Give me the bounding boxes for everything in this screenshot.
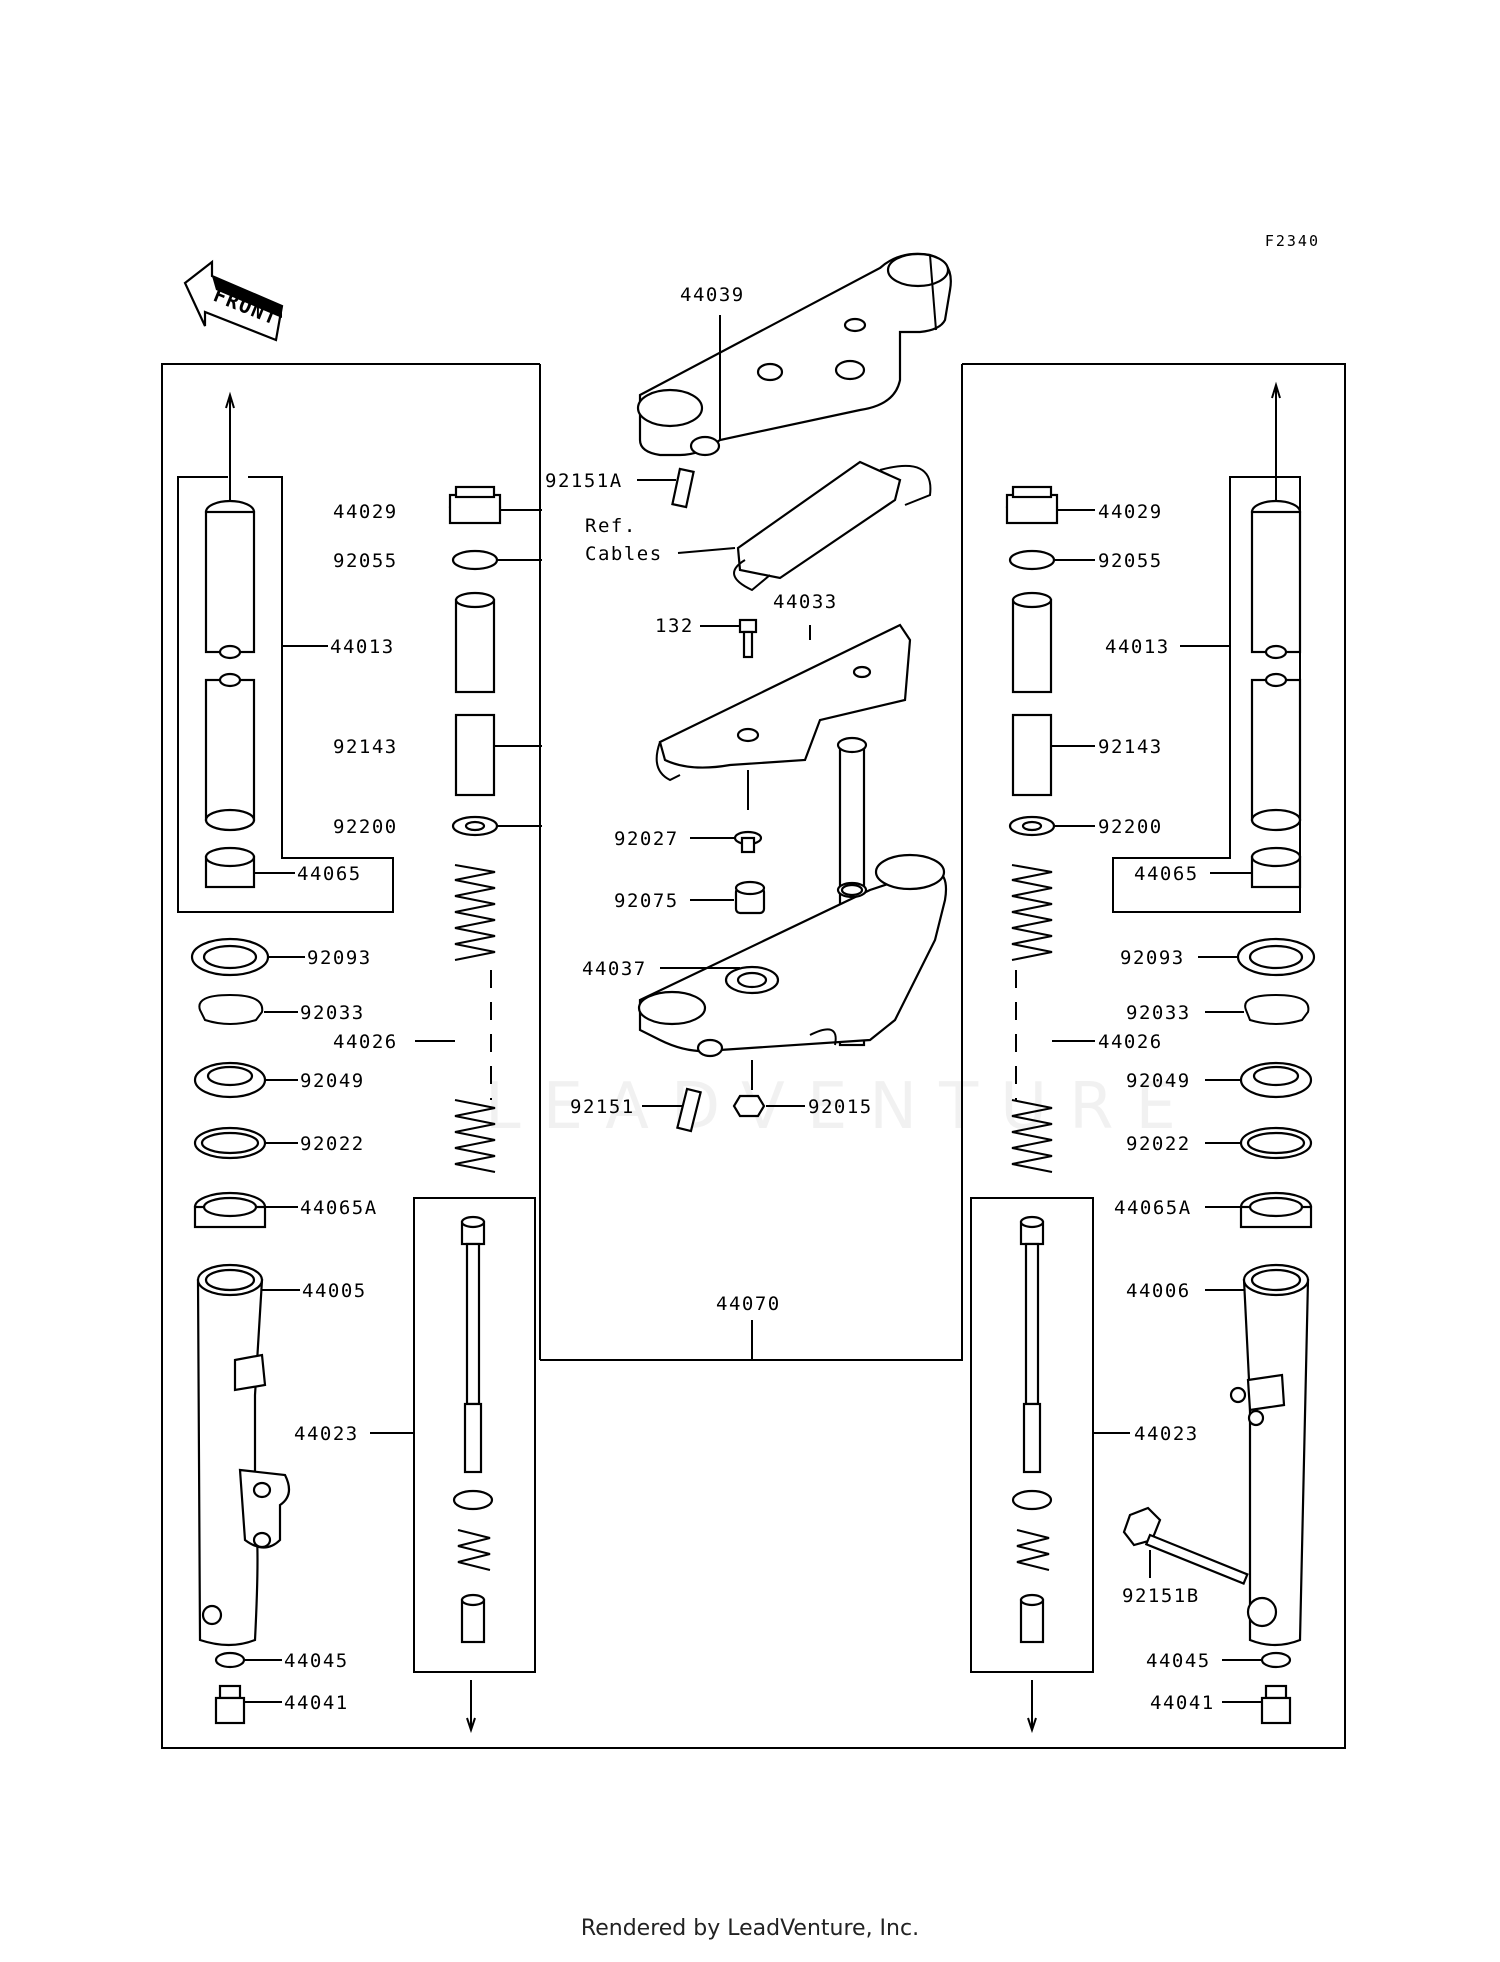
bolt-92151A [637,467,695,509]
label-left-44045: 44045 [284,1650,349,1672]
label-92015: 92015 [808,1096,873,1118]
damper-92075 [690,880,766,915]
diagram-code: F2340 [1264,232,1320,250]
label-right-92200: 92200 [1098,816,1163,838]
label-right-44041: 44041 [1150,1692,1215,1714]
right-fork-parts [1005,485,1316,1725]
label-left-92200: 92200 [333,816,398,838]
label-92151A: 92151A [545,470,623,492]
label-left-92055: 92055 [333,550,398,572]
front-arrow-icon: FRONT [183,259,284,342]
label-right-92143: 92143 [1098,736,1163,758]
label-right-44065: 44065 [1134,863,1199,885]
label-44039: 44039 [680,284,745,306]
label-left-44041: 44041 [284,1692,349,1714]
label-92027: 92027 [614,828,679,850]
upper-triple-clamp [636,252,952,457]
nut-92015 [732,1060,805,1118]
label-left-92049: 92049 [300,1070,365,1092]
frame-lines [161,363,1346,1749]
label-right-44029: 44029 [1098,501,1163,523]
label-left-92033: 92033 [300,1002,365,1024]
label-left-92022: 92022 [300,1133,365,1155]
right-fork-labels: 44029 92055 44013 92143 92200 44065 9209… [1098,501,1215,1714]
collar-92027 [690,830,763,854]
cable-bracket [677,460,932,592]
label-right-44006: 44006 [1126,1280,1191,1302]
label-44037: 44037 [582,958,647,980]
label-left-44023: 44023 [294,1423,359,1445]
footer-credit: Rendered by LeadVenture, Inc. [580,1916,920,1941]
bracket-plate-44033 [655,623,912,782]
label-left-92093: 92093 [307,947,372,969]
label-right-92055: 92055 [1098,550,1163,572]
label-left-44029: 44029 [333,501,398,523]
bolt-92151 [642,1087,702,1133]
label-right-92093: 92093 [1120,947,1185,969]
label-right-92151B: 92151B [1122,1585,1200,1607]
label-right-44065A: 44065A [1114,1197,1192,1219]
label-left-44065: 44065 [297,863,362,885]
label-ref-1: Ref. [585,515,637,537]
label-right-44013: 44013 [1105,636,1170,658]
label-left-92143: 92143 [333,736,398,758]
label-right-92022: 92022 [1126,1133,1191,1155]
label-right-44045: 44045 [1146,1650,1211,1672]
label-44070: 44070 [716,1293,781,1315]
label-right-92049: 92049 [1126,1070,1191,1092]
label-right-44023: 44023 [1134,1423,1199,1445]
label-44033: 44033 [773,591,838,613]
label-132: 132 [655,615,694,637]
label-92151: 92151 [570,1096,635,1118]
label-ref-2: Cables [585,543,663,565]
label-left-44005: 44005 [302,1280,367,1302]
label-left-44026: 44026 [333,1031,398,1053]
label-left-44013: 44013 [330,636,395,658]
bolt-132 [700,618,758,810]
steering-stem-44037 [637,736,948,1058]
watermark: LEADVENTURE [485,1070,1198,1144]
left-fork-parts [190,485,542,1725]
left-fork-labels: 44029 92055 44013 92143 92200 44065 9209… [284,501,398,1714]
label-left-44065A: 44065A [300,1197,378,1219]
label-92075: 92075 [614,890,679,912]
label-right-92033: 92033 [1126,1002,1191,1024]
label-right-44026: 44026 [1098,1031,1163,1053]
